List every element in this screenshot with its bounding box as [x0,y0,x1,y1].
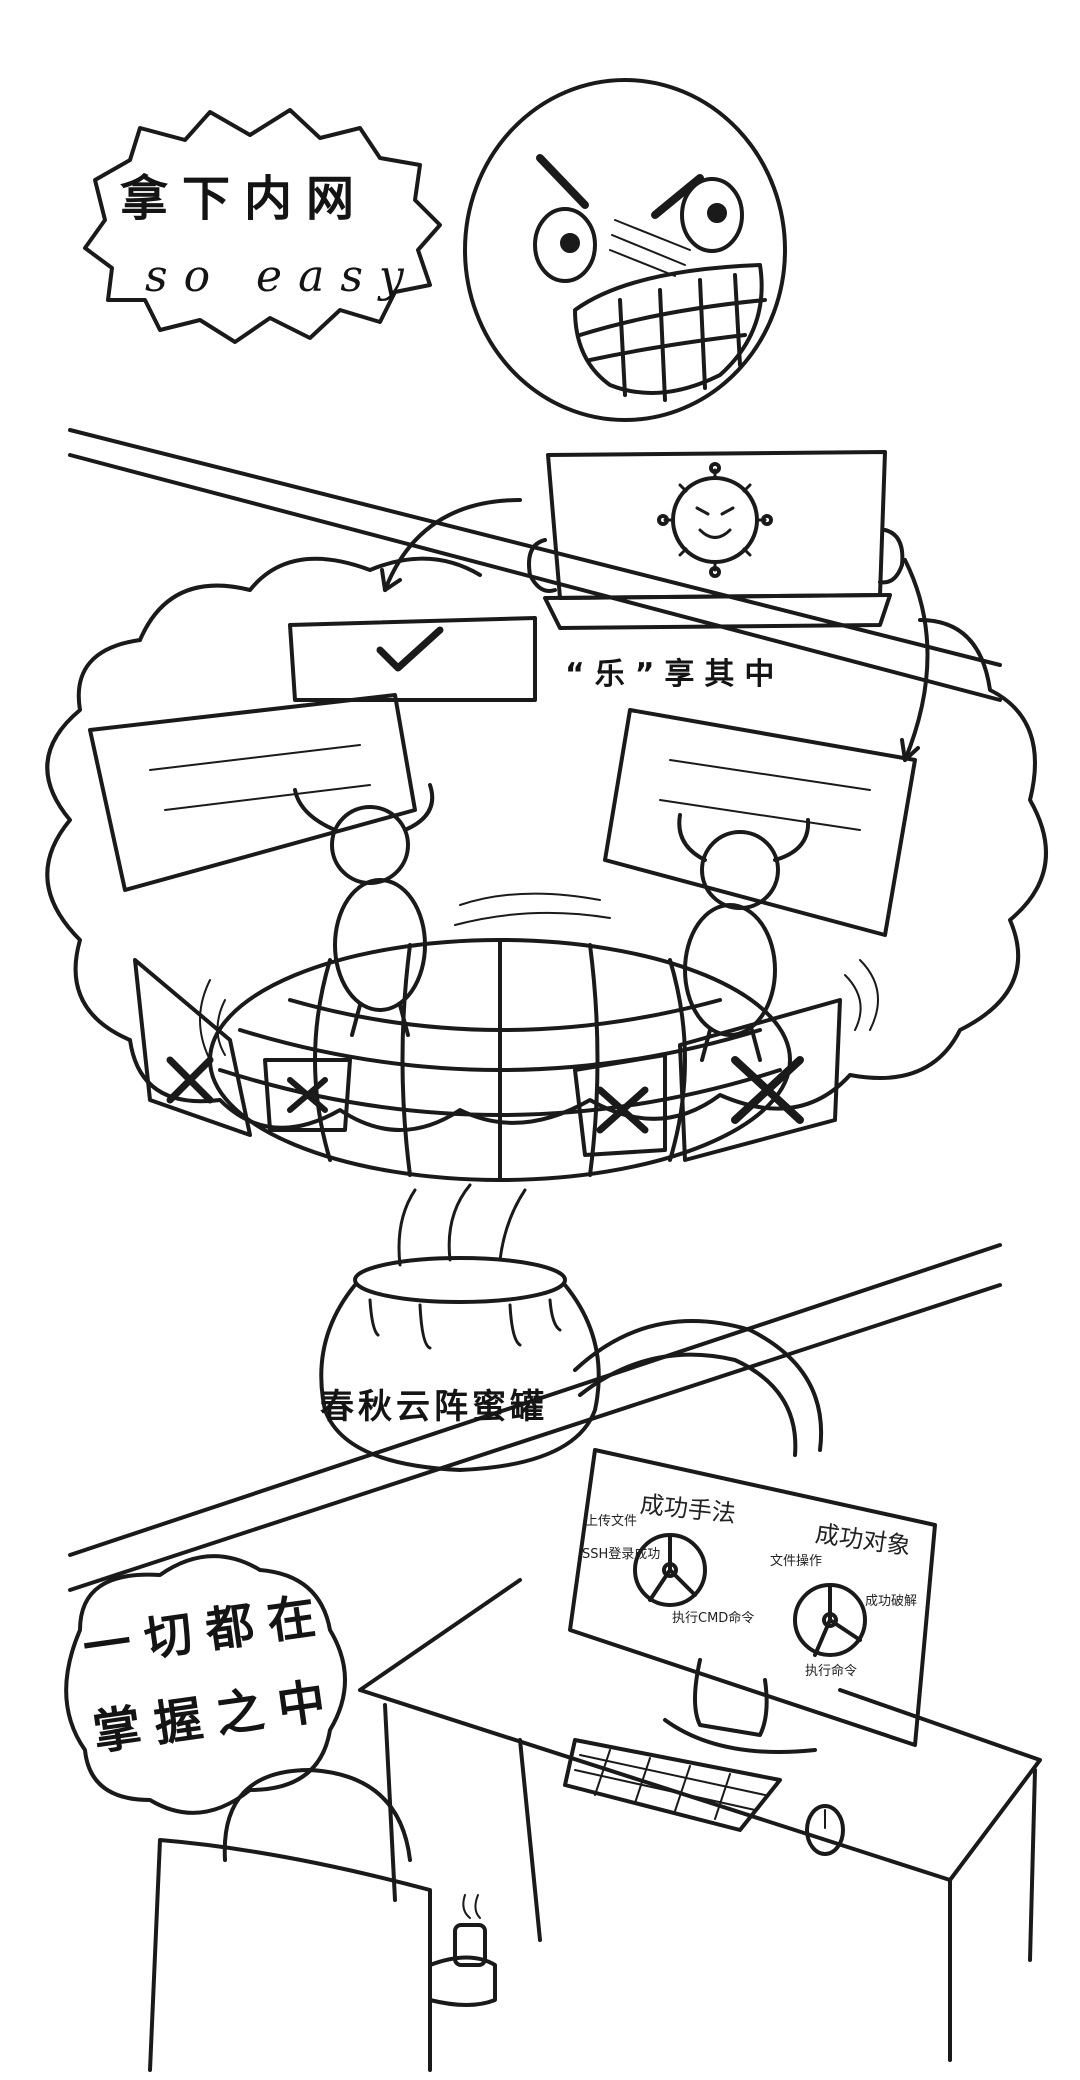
check-panel [288,616,537,702]
monitor-right-label-2: 成功破解 [865,1594,918,1609]
left-eye [533,207,597,283]
honeypot-rim [353,1256,567,1304]
laptop-caption: “乐”享其中 [565,657,785,692]
honeypot-jar [319,1283,601,1472]
figure-left-head [330,805,410,885]
monitor-right-label-3: 执行命令 [805,1664,858,1679]
mouse [805,1804,845,1856]
right-eye [680,177,744,253]
monitor-screen [568,1448,937,1747]
keyboard [563,1738,782,1832]
grin [573,263,764,395]
angry-face [463,78,787,422]
monitor-right-label-1: 文件操作 [770,1554,823,1569]
thought-cloud [45,556,1048,1132]
monitor-left-label-3: 执行CMD命令 [672,1611,755,1626]
x-flag-left2 [263,1058,352,1132]
bubble-top-line2: so easy [145,251,420,302]
desk-edge-bottom [68,1243,1002,1592]
monitor-left-label-2: SSH登录成功 [582,1547,661,1562]
x-flag-left [133,958,252,1137]
speech-bubble-top [83,108,442,344]
person-head [222,1768,412,1862]
cup [453,1923,487,1967]
desk [358,1578,1042,1882]
x-flag-right2 [678,998,842,1162]
chair [148,1838,432,2072]
bubble-top-line1: 拿下内网 [120,171,369,227]
x-flag-right [573,1053,667,1157]
left-panel [88,693,417,892]
monitor-left-label-1: 上传文件 [585,1514,638,1529]
honeypot-label: 春秋云阵蜜罐 [320,1387,548,1427]
speech-bubble-bottom [64,1554,347,1815]
right-panel [603,708,917,937]
